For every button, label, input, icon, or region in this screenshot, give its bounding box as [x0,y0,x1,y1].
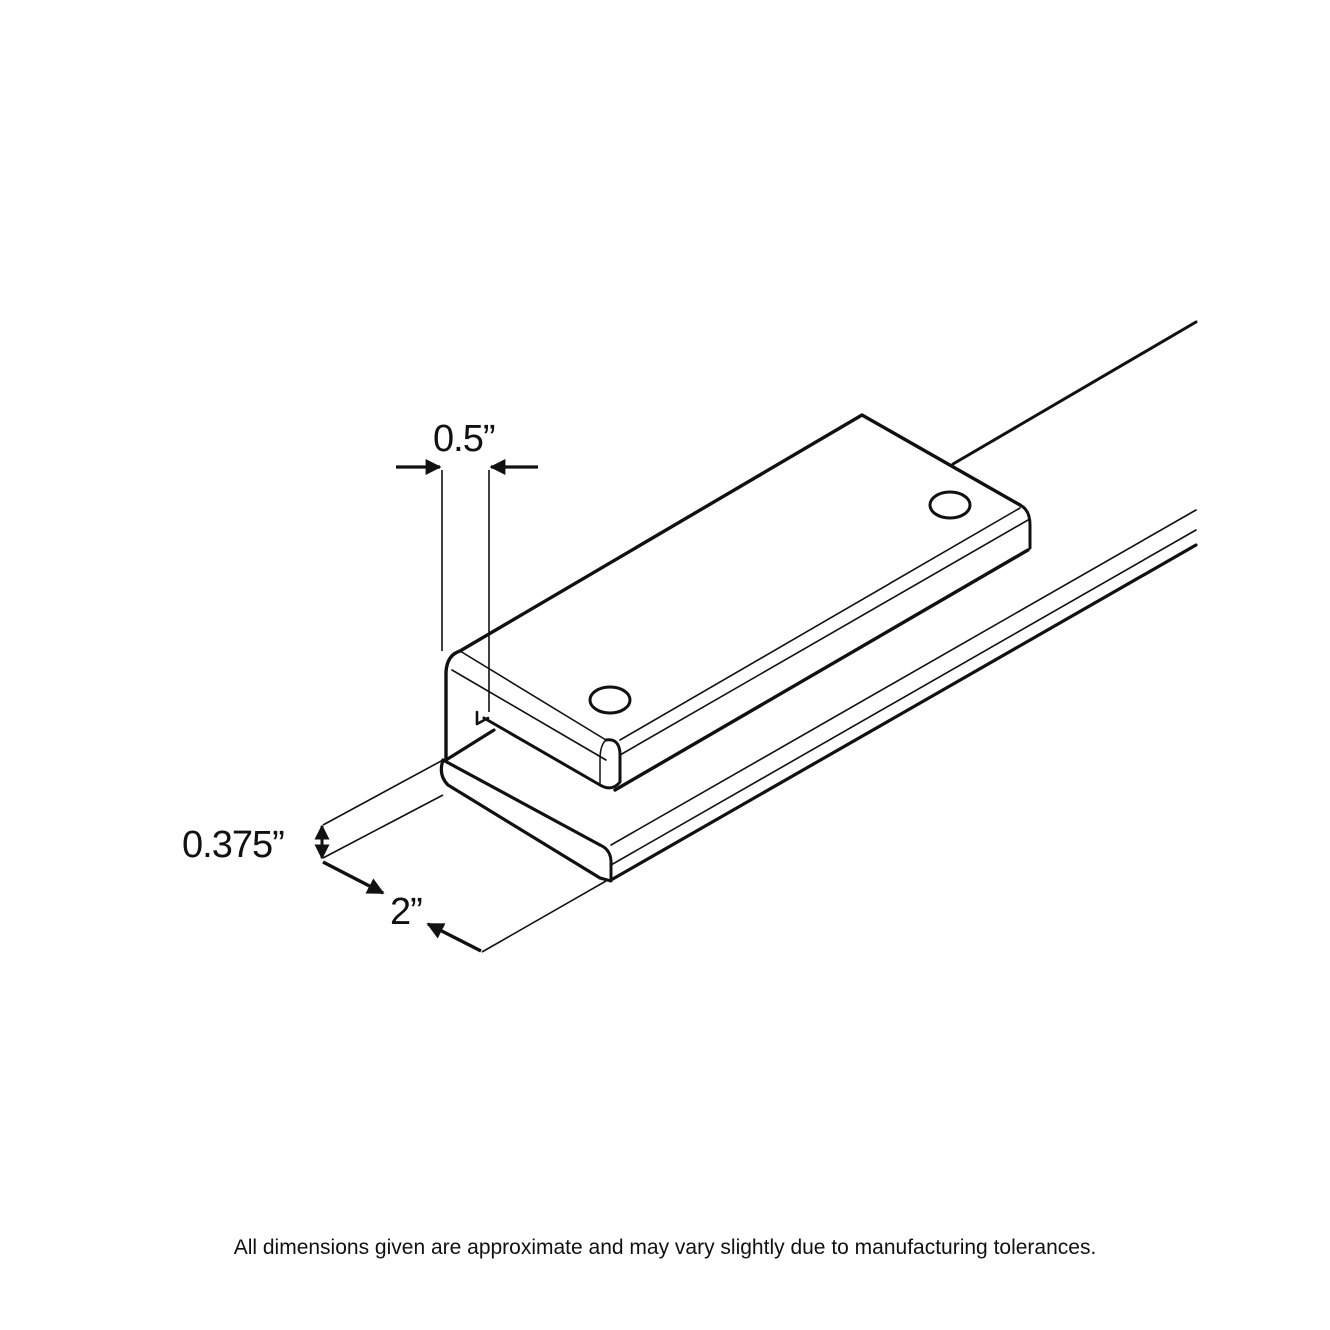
tolerance-footnote: All dimensions given are approximate and… [233,1236,1097,1259]
dimension-thickness [314,759,444,860]
mounting-hole-front [588,685,632,715]
dimension-bar-width [322,860,607,953]
cable-line [951,320,1198,466]
dimension-label-thickness: 0.375” [182,824,285,866]
dimension-label-gap-width: 0.5” [433,418,495,460]
dimension-gap-width [396,459,538,712]
lower-bar [439,509,1198,883]
mounting-hole-back [928,490,972,520]
upper-plate [444,413,1032,792]
dimension-label-bar-width: 2” [390,891,423,933]
